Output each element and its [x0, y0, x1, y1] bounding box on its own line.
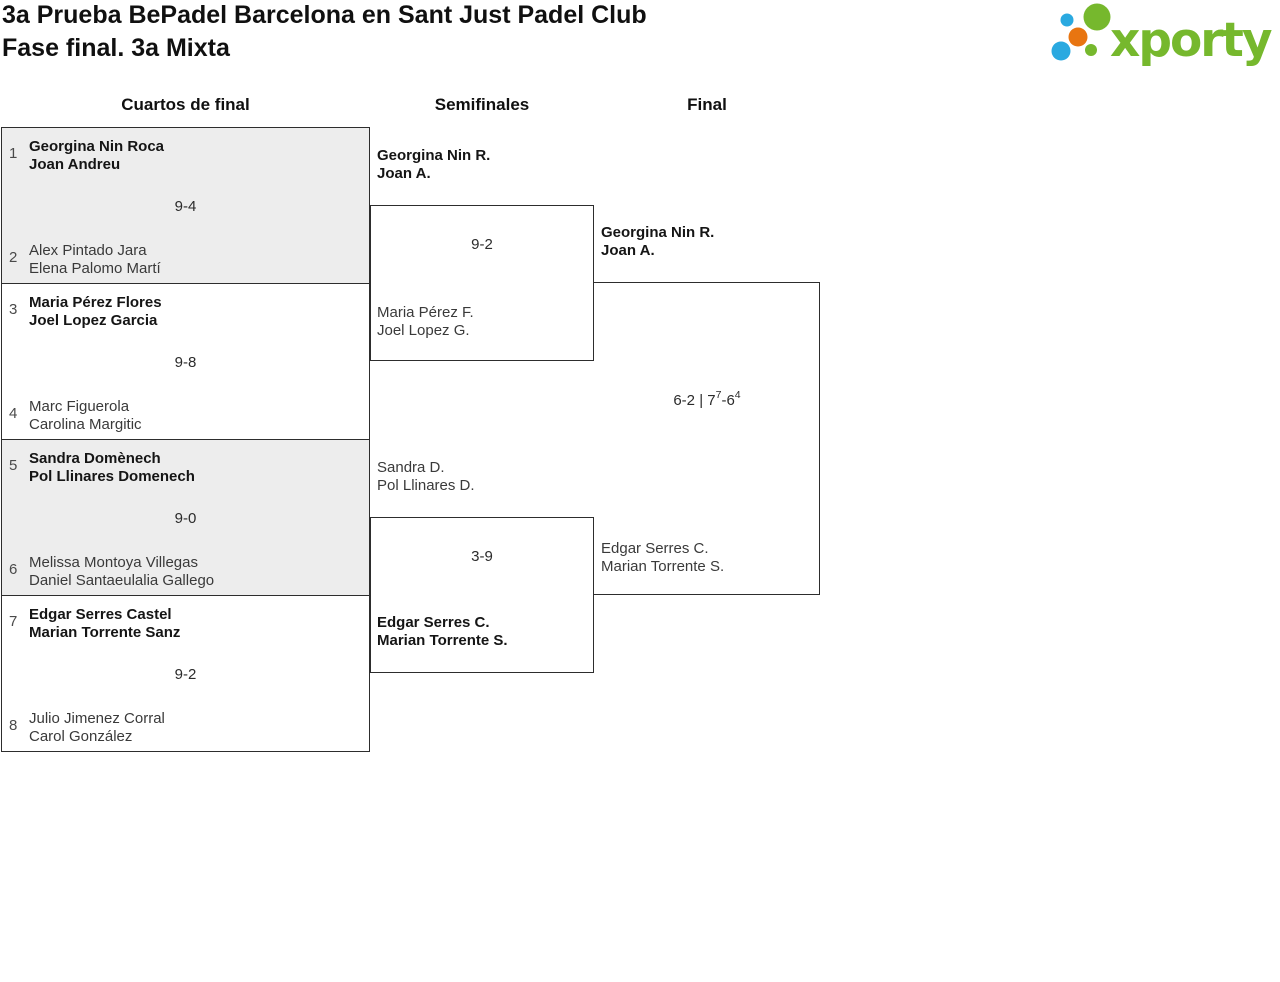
team-name-top: Sandra Domènech Pol Llinares Domenech	[29, 450, 195, 486]
final-score-tiebreak2: 4	[734, 389, 741, 401]
match-score: 9-0	[174, 510, 197, 527]
player-name: Maria Pérez Flores	[29, 294, 162, 311]
team-name-bottom: Marc Figuerola Carolina Margitic	[29, 398, 142, 434]
player-name: Maria Pérez F.	[377, 304, 474, 321]
round-header-final: Final	[687, 95, 727, 114]
seed-number: 1	[9, 145, 18, 162]
seed-number: 4	[9, 405, 18, 422]
match-quarterfinal-2: 3 Maria Pérez Flores Joel Lopez Garcia 9…	[1, 283, 370, 440]
seed-number: 7	[9, 613, 18, 630]
player-name: Carolina Margitic	[29, 416, 142, 433]
logo-dot-icon	[1083, 3, 1111, 31]
team-name-top: Edgar Serres Castel Marian Torrente Sanz	[29, 606, 180, 642]
player-name: Georgina Nin R.	[377, 147, 491, 164]
player-name: Marian Torrente S.	[601, 558, 725, 575]
player-name: Marc Figuerola	[29, 398, 130, 415]
player-name: Marian Torrente S.	[377, 632, 508, 649]
xporty-logo-mark: xporty	[1051, 3, 1274, 68]
logo-wordmark: xporty	[1110, 13, 1272, 68]
match-score: 9-8	[174, 354, 197, 371]
page-title: 3a Prueba BePadel Barcelona en Sant Just…	[2, 1, 647, 29]
seed-number: 5	[9, 457, 18, 474]
player-name: Edgar Serres C.	[601, 540, 709, 557]
player-name: Marian Torrente Sanz	[29, 624, 181, 641]
final-score-set2: -6	[721, 392, 735, 409]
match-score: 9-2	[174, 666, 197, 683]
player-name: Pol Llinares Domenech	[29, 468, 195, 485]
round-header-quarterfinals: Cuartos de final	[121, 95, 250, 114]
match-semifinal-1-box	[370, 205, 594, 361]
xporty-logo[interactable]: xporty	[1050, 0, 1280, 78]
player-name: Joan Andreu	[29, 156, 121, 173]
logo-dot-icon	[1085, 44, 1097, 56]
team-name-bottom: Melissa Montoya Villegas Daniel Santaeul…	[29, 554, 214, 590]
player-name: Joan A.	[377, 165, 431, 182]
player-name: Alex Pintado Jara	[29, 242, 147, 259]
team-name-top: Georgina Nin Roca Joan Andreu	[29, 138, 164, 174]
team-name-bottom: Alex Pintado Jara Elena Palomo Martí	[29, 242, 161, 278]
page-subtitle: Fase final. 3a Mixta	[2, 34, 230, 62]
seed-number: 3	[9, 301, 18, 318]
player-name: Joel Lopez Garcia	[29, 312, 158, 329]
match-quarterfinal-4: 7 Edgar Serres Castel Marian Torrente Sa…	[1, 595, 370, 752]
final-bottom-team: Edgar Serres C. Marian Torrente S.	[601, 540, 724, 576]
page-header: 3a Prueba BePadel Barcelona en Sant Just…	[2, 0, 647, 65]
final-score-tiebreak1: 7	[715, 389, 722, 401]
player-name: Georgina Nin R.	[601, 224, 715, 241]
player-name: Melissa Montoya Villegas	[29, 554, 198, 571]
player-name: Georgina Nin Roca	[29, 138, 165, 155]
semifinal-1-bottom-team: Maria Pérez F. Joel Lopez G.	[377, 304, 474, 340]
player-name: Edgar Serres C.	[377, 614, 490, 631]
logo-dot-icon	[1051, 41, 1071, 61]
final-top-team: Georgina Nin R. Joan A.	[601, 224, 714, 260]
match-score: 9-4	[174, 198, 197, 215]
player-name: Edgar Serres Castel	[29, 606, 172, 623]
match-quarterfinal-1: 1 Georgina Nin Roca Joan Andreu 9-4 2 Al…	[1, 127, 370, 284]
final-score: 6-2 | 77-64	[594, 389, 820, 409]
player-name: Sandra Domènech	[29, 450, 161, 467]
logo-dot-icon	[1068, 27, 1088, 47]
player-name: Carol González	[29, 728, 133, 745]
player-name: Joan A.	[601, 242, 655, 259]
final-score-set1: 6-2 | 7	[673, 392, 716, 409]
round-header-semifinals: Semifinales	[434, 95, 530, 114]
match-semifinal-2-box	[370, 517, 594, 673]
semifinal-2-top-team: Sandra D. Pol Llinares D.	[377, 459, 475, 495]
semifinal-2-score: 3-9	[471, 548, 493, 565]
team-name-top: Maria Pérez Flores Joel Lopez Garcia	[29, 294, 162, 330]
match-quarterfinal-3: 5 Sandra Domènech Pol Llinares Domenech …	[1, 439, 370, 596]
semifinal-1-score: 9-2	[471, 236, 493, 253]
player-name: Julio Jimenez Corral	[29, 710, 165, 727]
player-name: Elena Palomo Martí	[29, 260, 161, 277]
team-name-bottom: Julio Jimenez Corral Carol González	[29, 710, 165, 746]
seed-number: 8	[9, 717, 18, 734]
match-final-box	[594, 282, 820, 595]
player-name: Joel Lopez G.	[377, 322, 470, 339]
player-name: Pol Llinares D.	[377, 477, 475, 494]
seed-number: 2	[9, 249, 18, 266]
semifinal-1-top-team: Georgina Nin R. Joan A.	[377, 147, 490, 183]
seed-number: 6	[9, 561, 18, 578]
player-name: Sandra D.	[377, 459, 445, 476]
semifinal-2-bottom-team: Edgar Serres C. Marian Torrente S.	[377, 614, 508, 650]
player-name: Daniel Santaeulalia Gallego	[29, 572, 215, 589]
logo-dot-icon	[1060, 13, 1074, 27]
